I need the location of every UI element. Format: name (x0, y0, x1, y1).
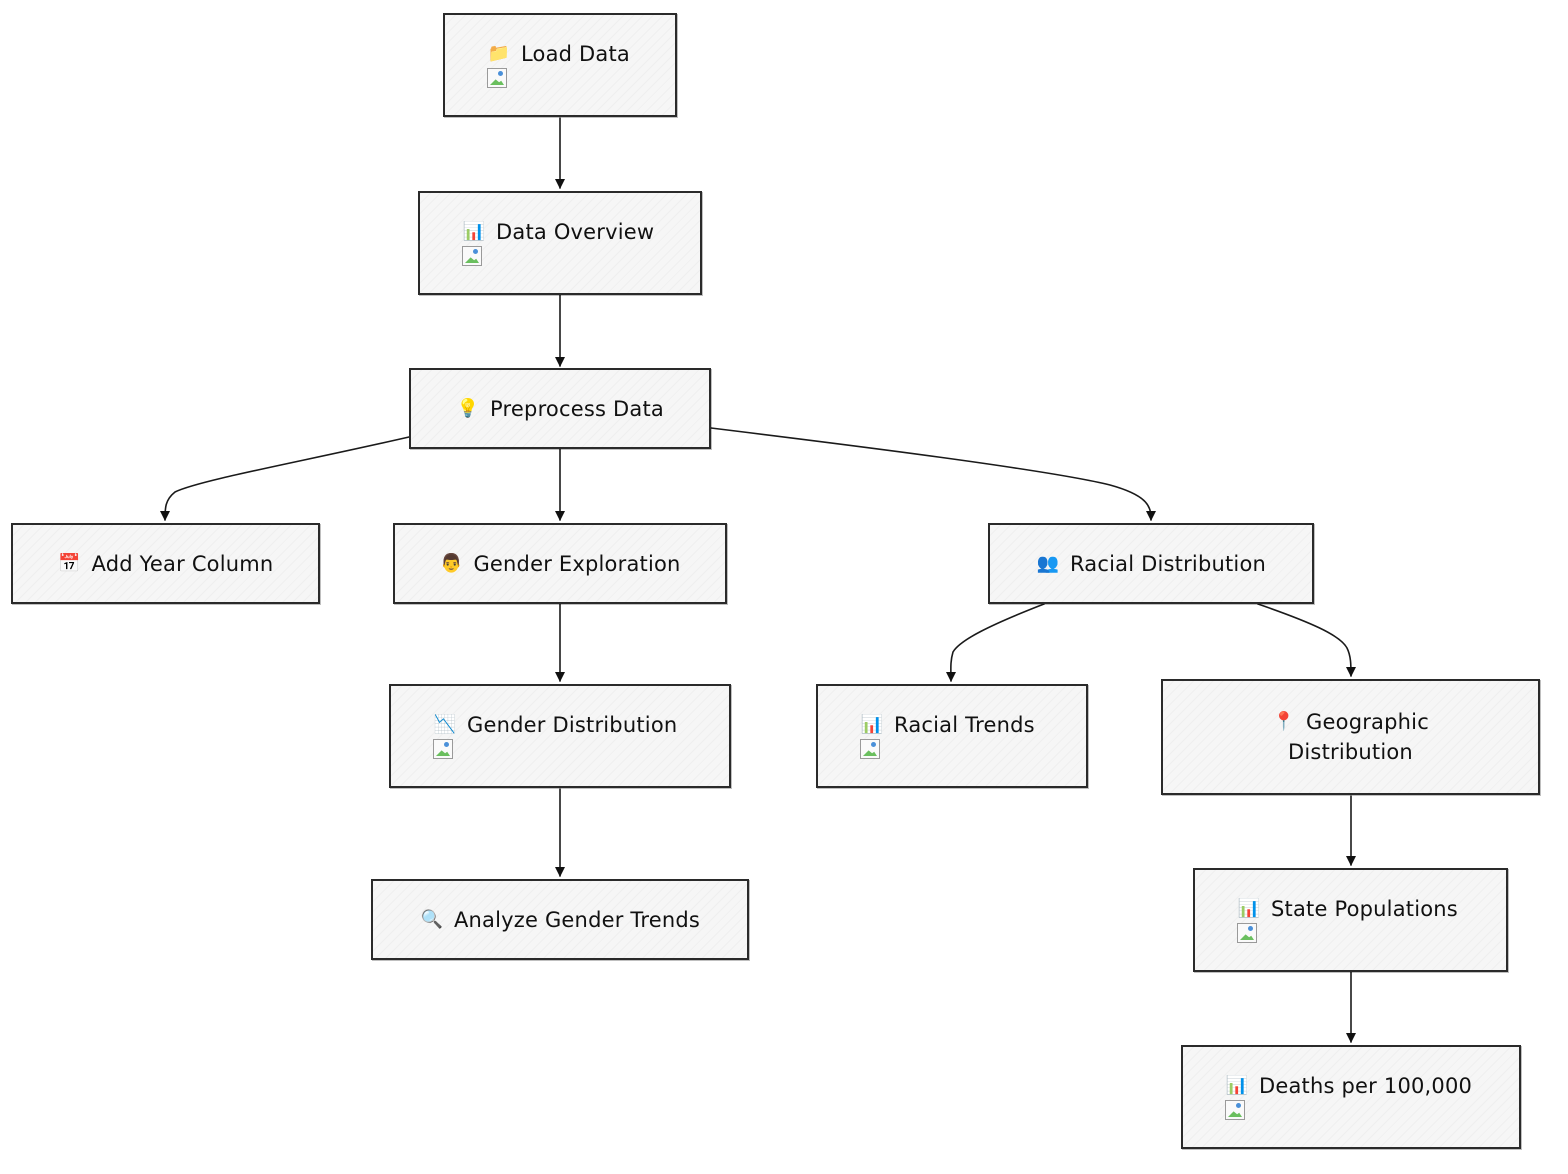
node-label: Deaths per 100,000 (1259, 1074, 1473, 1098)
broken-image-icon (1237, 923, 1257, 943)
node-label: Racial Trends (894, 713, 1035, 737)
node-label: State Populations (1271, 897, 1458, 921)
pin-icon: 📍 (1272, 711, 1296, 732)
node-racial-distribution[interactable]: 👥 Racial Distribution (988, 523, 1314, 604)
node-data-overview[interactable]: 📊 Data Overview (418, 191, 702, 295)
node-label: Load Data (521, 42, 630, 66)
node-label-line2: Distribution (1288, 740, 1413, 764)
node-label: Gender Distribution (467, 713, 678, 737)
node-label: Data Overview (496, 220, 655, 244)
node-racial-trends[interactable]: 📊 Racial Trends (816, 684, 1088, 788)
edge-preprocess-data-to-racial-distribution (710, 427, 1156, 521)
bar-chart-icon: 📊 (1237, 898, 1261, 919)
people-icon: 👥 (1036, 552, 1060, 574)
node-state-populations[interactable]: 📊 State Populations (1193, 868, 1508, 972)
node-geographic-distribution[interactable]: 📍 Geographic Distribution (1161, 679, 1540, 795)
edge-racial-distribution-to-racial-trends (945, 603, 1045, 682)
broken-image-icon (487, 68, 507, 88)
magnifier-icon: 🔍 (420, 908, 444, 930)
broken-image-icon (433, 739, 453, 759)
bar-chart-icon: 📊 (462, 221, 486, 242)
trend-down-icon: 📉 (433, 714, 457, 735)
calendar-icon: 📅 (58, 552, 81, 574)
node-load-data[interactable]: 📁 Load Data (443, 13, 677, 117)
node-gender-distribution[interactable]: 📉 Gender Distribution (389, 684, 731, 788)
bar-chart-icon: 📊 (860, 714, 884, 735)
node-add-year-column[interactable]: 📅 Add Year Column (11, 523, 320, 604)
person-icon: 👨 (440, 552, 463, 574)
node-deaths-per-100000[interactable]: 📊 Deaths per 100,000 (1181, 1045, 1521, 1149)
node-analyze-gender-trends[interactable]: 🔍 Analyze Gender Trends (371, 879, 749, 960)
node-label: Gender Exploration (473, 551, 681, 576)
bar-chart-icon: 📊 (1225, 1075, 1249, 1096)
node-label: Racial Distribution (1069, 551, 1267, 576)
node-label: Analyze Gender Trends (453, 907, 701, 932)
edge-racial-distribution-to-geographic-distribution (1257, 603, 1356, 677)
node-label-line1: Geographic (1306, 710, 1429, 734)
broken-image-icon (1225, 1100, 1245, 1120)
node-gender-exploration[interactable]: 👨 Gender Exploration (393, 523, 727, 604)
light-bulb-icon: 💡 (456, 397, 480, 419)
node-label: Preprocess Data (490, 396, 664, 421)
edge-preprocess-data-to-add-year-column (160, 436, 410, 521)
node-preprocess-data[interactable]: 💡 Preprocess Data (409, 368, 711, 449)
folder-icon: 📁 (487, 43, 511, 64)
node-label: Add Year Column (91, 551, 274, 576)
broken-image-icon (860, 739, 880, 759)
broken-image-icon (462, 246, 482, 266)
